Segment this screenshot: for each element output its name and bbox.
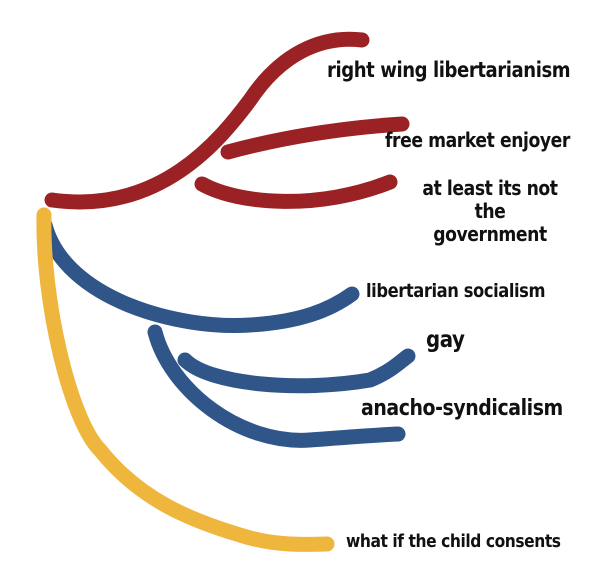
branch-anacho-syndicalism xyxy=(147,324,406,448)
label-libertarian-socialism: libertarian socialism xyxy=(366,280,546,302)
label-at-least-its-not-the-government: at least its not the government xyxy=(422,176,558,246)
label-what-if-the-child-consents: what if the child consents xyxy=(346,531,561,552)
branch-gay xyxy=(177,348,416,394)
label-anacho-syndicalism: anacho-syndicalism xyxy=(361,396,563,421)
label-gay: gay xyxy=(426,327,465,353)
label-free-market-enjoyer: free market enjoyer xyxy=(385,128,570,152)
branch-what-if-the-child-consents xyxy=(36,207,335,552)
branch-libertarian-socialism xyxy=(37,217,360,334)
label-right-wing-libertarianism: right wing libertarianism xyxy=(327,58,571,82)
branch-right-wing-libertarianism xyxy=(44,31,370,210)
branch-free-market-enjoyer xyxy=(220,116,410,160)
branch-at-least-its-not-the-government xyxy=(194,174,398,209)
